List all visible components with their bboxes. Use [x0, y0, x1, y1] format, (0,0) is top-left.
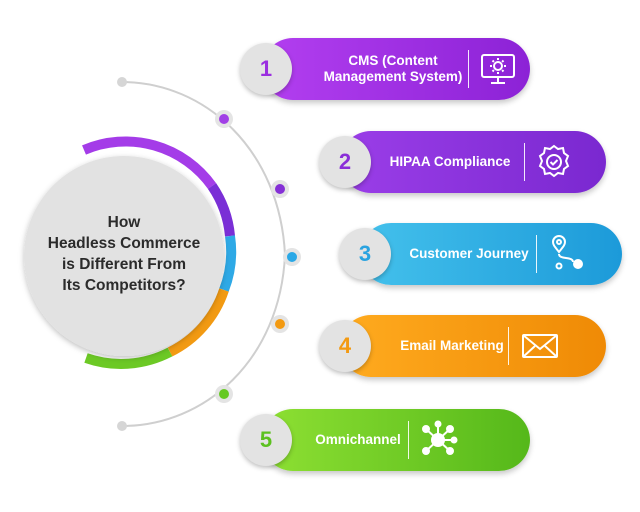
hub-ring-orange — [167, 288, 229, 357]
item-3-pill: Customer Journey — [360, 223, 622, 285]
item-2-number: 2 — [319, 136, 371, 188]
item-2-divider — [524, 143, 525, 181]
hub-ring-green — [84, 347, 173, 369]
item-3-number: 3 — [339, 228, 391, 280]
item-3-label: Customer Journey — [409, 246, 529, 261]
hub-line: Headless Commerce — [47, 235, 201, 252]
item-4-divider — [508, 327, 509, 365]
hub-circle — [24, 156, 224, 356]
item-5-pill: Omnichannel — [262, 409, 530, 471]
item-5-label: Omnichannel — [315, 432, 401, 447]
hub-ring-blue — [219, 235, 237, 292]
item-4-label: Email Marketing — [400, 338, 504, 353]
hub-line: Its Competitors? — [62, 277, 186, 294]
route-map-icon — [548, 234, 588, 274]
item-5-number: 5 — [240, 414, 292, 466]
item-1-number: 1 — [240, 43, 292, 95]
item-2-label: HIPAA Compliance — [389, 154, 511, 169]
item-5-divider — [408, 421, 409, 459]
hub-ring-violet — [207, 183, 235, 237]
item-4-pill: Email Marketing — [340, 315, 606, 377]
arc-end-top-dot — [117, 77, 127, 87]
gear-check-badge-icon — [534, 142, 574, 182]
arc-end-bottom-dot — [117, 421, 127, 431]
network-nodes-icon — [418, 420, 458, 460]
item-2-pill: HIPAA Compliance — [340, 131, 606, 193]
item-3-divider — [536, 235, 537, 273]
hub-line: is Different From — [61, 256, 186, 273]
envelope-icon — [520, 326, 560, 366]
hub-ring-purple — [82, 136, 217, 189]
monitor-gear-icon — [478, 49, 518, 89]
item-1-divider — [468, 50, 469, 88]
hub-line: How — [107, 214, 141, 231]
arc-dots — [215, 110, 301, 403]
item-4-number: 4 — [319, 320, 371, 372]
hub-title: How Headless Commerce is Different From … — [28, 212, 220, 296]
